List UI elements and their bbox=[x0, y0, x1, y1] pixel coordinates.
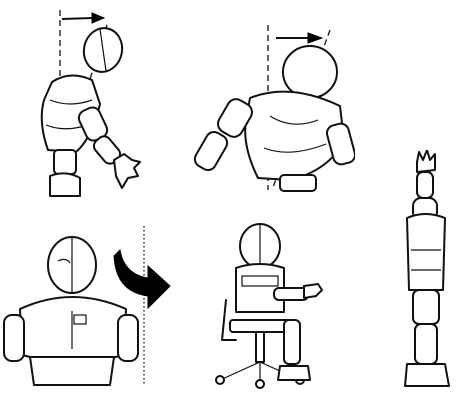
arrow-right-icon bbox=[276, 33, 322, 43]
figure-seated-chair bbox=[200, 220, 330, 390]
raised-arm bbox=[417, 172, 433, 198]
upper-leg bbox=[413, 290, 439, 324]
left-arm bbox=[4, 315, 24, 361]
lower-leg bbox=[415, 324, 437, 364]
hand bbox=[114, 154, 140, 188]
figure-back-lean bbox=[180, 20, 355, 195]
figure-leaning-reach bbox=[0, 0, 160, 205]
arrow-right-icon bbox=[62, 13, 104, 23]
foot bbox=[50, 173, 80, 196]
torso bbox=[407, 214, 445, 290]
hand bbox=[304, 284, 322, 298]
foot bbox=[405, 364, 449, 386]
lower-leg bbox=[284, 320, 300, 364]
chair-post bbox=[256, 332, 264, 362]
head bbox=[283, 46, 337, 98]
pelvis bbox=[30, 357, 114, 385]
curved-arrow-icon bbox=[114, 250, 170, 308]
foot bbox=[278, 366, 310, 380]
figure-arms-raised bbox=[395, 150, 455, 390]
torso bbox=[20, 297, 126, 362]
hips bbox=[280, 175, 316, 191]
hand bbox=[417, 150, 435, 172]
turn-indicator bbox=[112, 222, 177, 390]
forearm bbox=[192, 129, 230, 173]
lower-leg bbox=[54, 150, 76, 174]
arm-extended bbox=[274, 288, 308, 300]
